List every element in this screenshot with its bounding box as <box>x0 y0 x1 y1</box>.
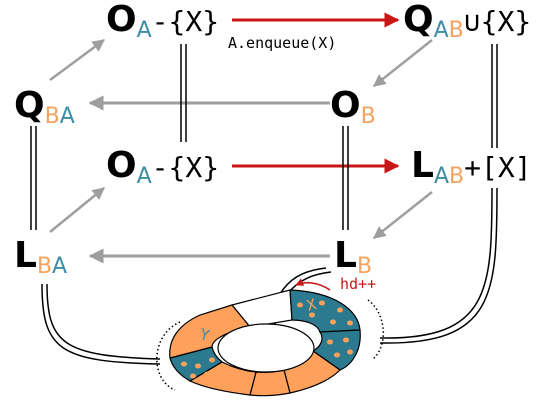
node-qab-sub-a: A <box>433 18 449 43</box>
node-qba: QBA <box>14 88 75 128</box>
connector-lab-ring <box>379 187 498 344</box>
node-lb-main: L <box>334 235 357 276</box>
equiv-oa-top-oa-mid <box>180 44 187 142</box>
node-ob-main: O <box>330 85 361 126</box>
equiv-qba-lba <box>30 126 37 230</box>
node-oa-mid-suffix: -{X} <box>151 151 220 184</box>
node-lba-main: L <box>14 235 37 276</box>
node-qba-sub-b: B <box>44 104 60 129</box>
node-lab: LAB+[X] <box>411 148 532 188</box>
node-oa-mid-sub-a: A <box>136 164 152 189</box>
ring-segment-x <box>289 289 361 333</box>
node-lba-sub-b: B <box>36 254 53 279</box>
node-ob: OB <box>330 88 376 128</box>
ring-buffer <box>156 278 385 397</box>
ring-dots <box>181 300 353 379</box>
edge-label-hd-inc: hd++ <box>340 275 377 293</box>
node-qba-main: Q <box>14 85 45 126</box>
node-oa-top-main: O <box>106 0 137 40</box>
node-ob-sub-b: B <box>360 104 376 129</box>
node-lb-sub-b: B <box>356 254 373 279</box>
node-oa-mid: OA-{X} <box>106 148 219 188</box>
ring-bracket-left <box>156 321 181 391</box>
node-qab: QAB∪{X} <box>403 2 531 42</box>
ring-bracket-right <box>367 299 385 361</box>
node-oa-mid-main: O <box>106 145 137 186</box>
node-qba-sub-a: A <box>59 104 75 129</box>
node-qab-sub-b: B <box>448 18 464 43</box>
node-lba: LBA <box>14 238 67 278</box>
node-lba-sub-a: A <box>52 254 68 279</box>
head-advance-arrow <box>295 278 331 291</box>
node-lab-main: L <box>411 145 434 186</box>
arrow-lab-lb <box>373 191 433 239</box>
node-oa-top: OA-{X} <box>106 2 219 42</box>
equiv-ob-lb <box>342 126 349 230</box>
arrow-lba-oa-mid <box>49 187 105 233</box>
ring-segment-y <box>169 304 252 359</box>
connector-lba-ring <box>41 283 161 365</box>
node-lab-sub-b: B <box>449 164 465 189</box>
node-lab-sub-a: A <box>433 164 450 189</box>
node-qab-suffix: ∪{X} <box>463 5 532 38</box>
node-lab-suffix: +[X] <box>464 151 532 184</box>
node-qab-main: Q <box>403 0 434 40</box>
node-oa-top-sub-a: A <box>136 18 152 43</box>
arrow-qab-ob <box>373 39 433 87</box>
node-lb: LB <box>334 238 372 278</box>
ring-hole <box>217 323 315 373</box>
node-oa-top-suffix: -{X} <box>151 5 220 38</box>
edge-label-enqueue: A.enqueue(X) <box>228 34 337 52</box>
equiv-qab-lab <box>491 44 498 148</box>
arrow-qba-oa-top <box>49 38 106 82</box>
